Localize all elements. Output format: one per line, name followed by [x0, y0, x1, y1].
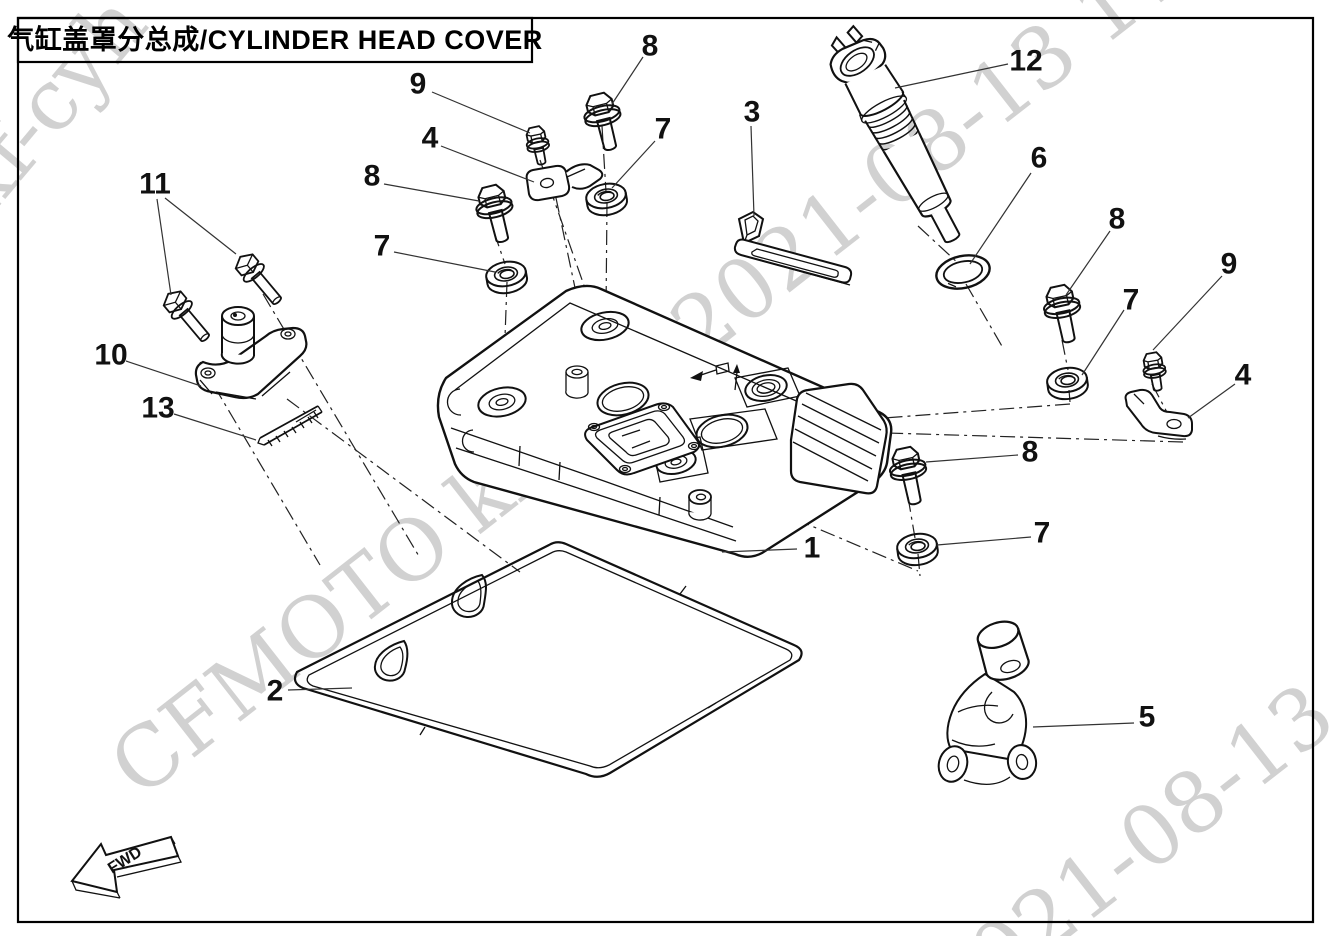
- part-11-bolt-a: [157, 284, 217, 349]
- page-border: [16, 16, 1315, 924]
- part-3-clamp-strip: [733, 210, 853, 286]
- callout-10: 10: [94, 339, 127, 372]
- callout-3: 3: [744, 96, 761, 129]
- part-8-bolt-left: [470, 181, 522, 248]
- part-2-gasket: [293, 541, 803, 778]
- part-7-washer-front: [894, 530, 941, 569]
- part-5-bracket: [937, 620, 1038, 785]
- part-8-bolt-front: [884, 443, 934, 509]
- orientation-marks: [690, 362, 740, 391]
- part-7-washer-right: [1044, 364, 1091, 403]
- part-4-bracket-top: [525, 163, 604, 202]
- part-13-spring-pin: [257, 405, 323, 447]
- title-box: [16, 16, 534, 64]
- part-9-bolt-right: [1139, 350, 1170, 394]
- page-title: 气缸盖罩分总成/CYLINDER HEAD COVER: [6, 24, 543, 55]
- callout-2: 2: [267, 675, 284, 708]
- callout-7-left: 7: [374, 230, 391, 263]
- callout-7-top: 7: [655, 113, 672, 146]
- callout-1: 1: [804, 532, 821, 565]
- callout-8-right: 8: [1109, 203, 1126, 236]
- callout-8-left: 8: [364, 160, 381, 193]
- part-6-seal-ring: [935, 254, 991, 290]
- callout-9-top: 9: [410, 68, 427, 101]
- callout-7-right: 7: [1123, 284, 1140, 317]
- callout-4-top: 4: [422, 122, 439, 155]
- callout-8-front: 8: [1022, 436, 1039, 469]
- callout-12: 12: [1009, 45, 1042, 78]
- part-11-bolt-b: [229, 247, 289, 312]
- callout-11: 11: [139, 168, 171, 201]
- callout-7-front: 7: [1034, 517, 1051, 550]
- part-8-bolt-top: [578, 89, 630, 156]
- part-10-breather-plate: [194, 306, 308, 400]
- pad-ear-holes: [587, 402, 701, 474]
- callout-5: 5: [1139, 701, 1156, 734]
- callout-13: 13: [141, 392, 174, 425]
- callout-9-right: 9: [1221, 248, 1238, 281]
- part-8-bolt-right: [1038, 281, 1088, 347]
- callout-labels: 9 8 12 3 6 4 7 8 11 7 8 7 9 4 10 13 8 1 …: [94, 30, 1251, 734]
- callout-4-right: 4: [1235, 359, 1252, 392]
- leader-lines: [125, 56, 1236, 728]
- part-1-cylinder-head-cover: [436, 284, 893, 558]
- callout-6: 6: [1031, 142, 1048, 175]
- part-12-ignition-coil: [829, 24, 961, 244]
- watermark-bottom-right: 2021-08-13 14:24:32: [910, 416, 1332, 936]
- part-4-bracket-right: [1124, 388, 1193, 440]
- callout-8-top: 8: [642, 30, 659, 63]
- fwd-arrow: FWD: [70, 835, 182, 899]
- part-9-bolt-top: [522, 124, 554, 168]
